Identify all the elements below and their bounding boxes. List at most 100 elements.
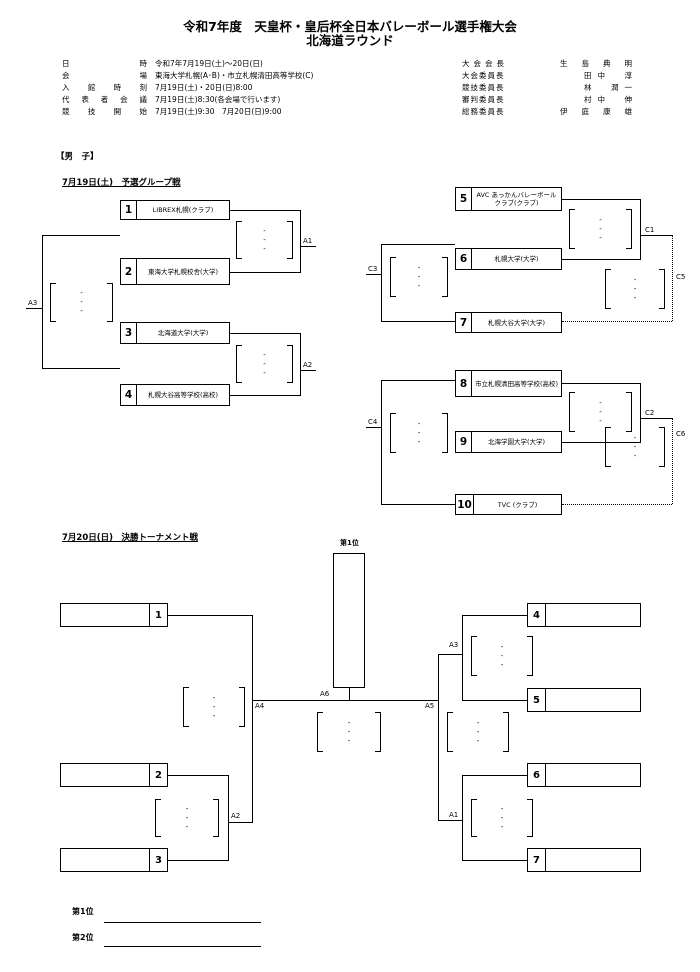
info-row-start: 競技開始 7月19日(土)9:30 7月20日(日)9:00 <box>62 106 313 118</box>
official-row: 競技委員長 林 潤一 <box>462 82 632 94</box>
slot-box-1: 1 <box>60 603 168 627</box>
score-dash: - <box>263 226 266 235</box>
bracket-line <box>42 235 120 236</box>
team-number: 1 <box>121 201 137 219</box>
bracket-line <box>438 654 439 821</box>
official-name: 伊庭康雄 <box>560 107 646 116</box>
info-row-date: 日時 令和7年7月19日(土)～20日(日) <box>62 58 313 70</box>
team-number: 9 <box>456 432 472 452</box>
match-label-d2-a3: A3 <box>449 641 459 649</box>
info-value-date: 令和7年7月19日(土)～20日(日) <box>155 59 263 68</box>
score-dash: - <box>633 451 637 460</box>
score-box: --- <box>569 392 632 432</box>
score-dash: - <box>599 416 602 425</box>
bracket-line <box>640 235 672 236</box>
info-value-start: 7月19日(土)9:30 7月20日(日)9:00 <box>155 107 282 116</box>
official-role: 大会会長 <box>462 59 508 68</box>
score-marks: --- <box>390 414 448 452</box>
info-label-date: 日時 <box>62 59 147 68</box>
bracket-line <box>462 700 527 701</box>
score-dash: - <box>633 293 637 302</box>
info-row-venue: 会場 東海大学札幌(A･B)・市立札幌清田高等学校(C) <box>62 70 313 82</box>
score-dash: - <box>633 275 637 284</box>
score-marks: --- <box>50 284 113 321</box>
slot-number: 1 <box>149 604 167 626</box>
bracket-line <box>462 860 527 861</box>
score-dash: - <box>500 804 504 813</box>
score-dash: - <box>476 727 480 736</box>
slot-number: 5 <box>528 689 546 711</box>
official-name: 林 潤一 <box>584 83 638 92</box>
score-box: --- <box>50 283 113 322</box>
score-box: --- <box>236 345 293 383</box>
score-box: --- <box>317 712 381 752</box>
score-dash: - <box>417 281 421 290</box>
score-dash: - <box>80 289 83 297</box>
match-label-c6: C6 <box>676 430 686 438</box>
team-name: 北海道大学(大学) <box>157 329 209 337</box>
bracket-line <box>640 199 641 260</box>
team-number: 7 <box>456 313 472 332</box>
score-dash: - <box>417 428 421 437</box>
bracket-line <box>168 615 252 616</box>
team-name: 東海大学札幌校舎(大学) <box>147 267 219 276</box>
team-name: TVC (クラブ) <box>497 500 538 509</box>
score-box: --- <box>390 257 448 297</box>
title-line1: 令和7年度 天皇杯・皇后杯全日本バレーボール選手権大会 <box>183 19 517 34</box>
score-dash: - <box>500 660 504 669</box>
score-box: --- <box>447 712 509 752</box>
score-box: --- <box>155 799 219 837</box>
team-box-4: 4 札幌大谷高等学校(高校) <box>120 384 230 406</box>
info-row-meeting: 代表者会議 7月19日(土)8:30(各会場で行います) <box>62 94 313 106</box>
match-label-a6: A6 <box>320 690 330 698</box>
team-name: 北海学園大学(大学) <box>487 438 546 446</box>
bracket-line <box>300 210 301 273</box>
bracket-line <box>349 688 350 700</box>
official-name: 生島典明 <box>560 59 646 68</box>
result-first-label: 第1位 <box>72 907 94 916</box>
bracket-line <box>381 321 455 322</box>
score-box: --- <box>183 687 245 727</box>
bracket-dotted-line <box>672 418 673 504</box>
score-dash: - <box>185 822 189 831</box>
score-dash: - <box>599 224 602 233</box>
team-number: 4 <box>121 385 137 405</box>
team-name: 札幌大谷大学(大学) <box>487 318 546 327</box>
score-dash: - <box>500 642 504 651</box>
bracket-line <box>230 210 300 211</box>
official-row: 大会委員長 田中 淳 <box>462 70 632 82</box>
score-dash: - <box>599 407 602 416</box>
score-dash: - <box>500 813 504 822</box>
bracket-line <box>168 860 228 861</box>
info-left: 日時 令和7年7月19日(土)～20日(日) 会場 東海大学札幌(A･B)・市立… <box>62 58 313 118</box>
official-role: 総務委員長 <box>462 107 505 116</box>
score-marks: --- <box>447 713 509 751</box>
bracket-line <box>462 775 463 861</box>
score-dash: - <box>476 718 480 727</box>
score-marks: --- <box>390 258 448 296</box>
day2-heading: 7月20日(日) 決勝トーナメント戦 <box>62 533 199 543</box>
official-role: 大会委員長 <box>462 71 505 80</box>
bracket-line <box>366 274 381 275</box>
bracket-line <box>438 820 462 821</box>
score-marks: --- <box>471 637 533 675</box>
score-box: --- <box>569 209 632 249</box>
bracket-line <box>168 775 228 776</box>
info-label-start: 競技開始 <box>62 107 147 116</box>
match-label-c2: C2 <box>645 409 655 417</box>
bracket-line <box>640 383 641 443</box>
team-box-1: 1 LIBREX札幌(クラブ) <box>120 200 230 220</box>
score-dash: - <box>80 307 83 315</box>
official-row: 審判委員長 村中 伸 <box>462 94 632 106</box>
bracket-line <box>230 333 300 334</box>
score-dash: - <box>347 718 351 727</box>
score-marks: --- <box>236 222 293 258</box>
match-label-a1: A1 <box>303 237 313 245</box>
score-dash: - <box>212 693 216 702</box>
score-dash: - <box>633 433 637 442</box>
bracket-line <box>381 380 455 381</box>
bracket-line <box>438 654 462 655</box>
score-dash: - <box>212 711 216 720</box>
title-line2: 北海道ラウンド <box>306 33 394 48</box>
score-marks: --- <box>155 800 219 836</box>
